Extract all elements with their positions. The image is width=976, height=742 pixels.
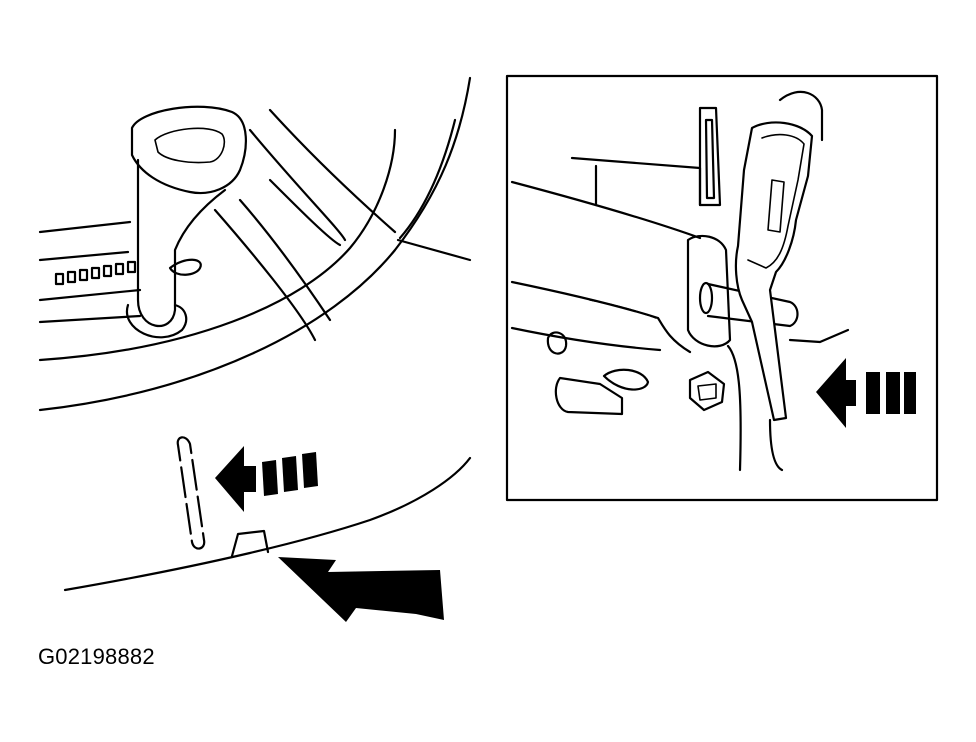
housing-flange: [788, 328, 850, 344]
solid-arrow-icon: [278, 557, 444, 622]
round-bracket: [686, 234, 732, 348]
double-dashed-arrow-icon: [816, 358, 916, 428]
trim-split-line: [398, 118, 457, 240]
console-outer-edge: [38, 76, 472, 412]
bracket-bar: [510, 180, 702, 240]
console-rib-5: [268, 178, 342, 247]
gear-indicator-marks: [54, 260, 137, 286]
inset-detail-view: [505, 74, 939, 502]
retaining-pin: [706, 282, 799, 328]
console-rib-3: [213, 208, 317, 342]
bolt-face: [697, 383, 717, 401]
trim-tab-notch: [230, 529, 270, 558]
bracket-hole: [602, 368, 650, 391]
console-rib-1: [248, 128, 347, 242]
console-rib-4: [238, 198, 332, 322]
shift-knob: [130, 105, 247, 195]
bracket-serration: [589, 299, 657, 319]
lower-housing: [726, 344, 784, 472]
lower-trim-edge: [63, 456, 472, 592]
gate-slot: [168, 258, 202, 276]
trim-split-line-b: [396, 238, 472, 262]
clip-bracket-icon: [734, 121, 814, 422]
clip-slot: [767, 179, 785, 233]
figure-code: G02198882: [38, 644, 155, 669]
small-bracket: [554, 376, 624, 416]
console-inner-edge: [38, 128, 397, 362]
mount-cutout: [546, 331, 568, 355]
double-dashed-arrow-icon: [215, 446, 318, 512]
console-view: [38, 76, 472, 622]
inset-frame: [505, 74, 939, 502]
trim-clip-slot: [176, 436, 206, 550]
mounting-bolt: [688, 370, 726, 412]
housing-right: [778, 90, 824, 142]
upright-plate-inner: [704, 118, 716, 200]
shift-lever-shaft: [136, 158, 227, 328]
pin-end: [698, 281, 714, 315]
bracket-edge: [510, 326, 662, 352]
shift-knob-button: [154, 127, 226, 164]
bracket-bar-lower: [510, 280, 692, 354]
console-rib-2: [268, 108, 397, 234]
shift-gate-plate: [38, 220, 142, 324]
clip-inner-ridge: [747, 133, 805, 269]
upright-plate: [698, 106, 722, 207]
shift-lever-boot: [125, 303, 188, 339]
rear-plate: [570, 156, 702, 207]
